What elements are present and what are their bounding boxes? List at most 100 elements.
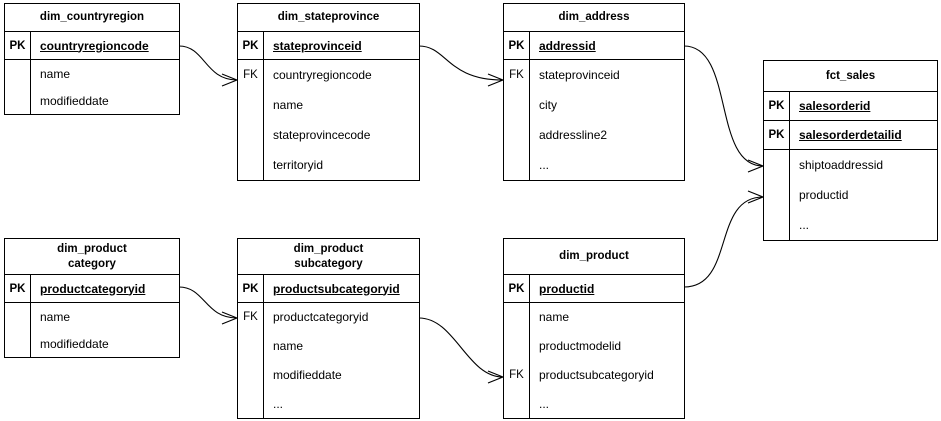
attribute-row: modifieddate (40, 93, 109, 108)
entity-title: dim_product (504, 239, 684, 275)
pk-name: salesorderid (799, 99, 871, 113)
pk-label: PK (238, 32, 264, 59)
entity-attributes: FK countryregioncode name stateprovincec… (238, 60, 419, 180)
entity-pk-row[interactable]: PK productsubcategoryid (238, 275, 419, 303)
key-cell (504, 389, 529, 418)
attribute-row: ... (799, 218, 810, 232)
relationship-address-fctsales (683, 40, 764, 173)
attribute-row: ... (539, 158, 550, 172)
key-cell (5, 87, 30, 114)
pk-name: productsubcategoryid (273, 281, 400, 296)
entity-dim-address[interactable]: dim_address PK addressid FK stateprovinc… (503, 3, 685, 181)
key-cell (504, 90, 529, 120)
relationship-productsubcategory-product (418, 312, 504, 384)
attribute-row: modifieddate (40, 336, 109, 351)
attribute-row: name (40, 66, 71, 81)
key-cell (504, 332, 529, 361)
entity-pk-row[interactable]: PK salesorderid (764, 92, 937, 121)
key-cell (238, 389, 263, 418)
entity-attributes: FK name productmodelid productsubcategor… (504, 303, 684, 418)
pk-label: PK (504, 275, 530, 302)
key-cell: FK (243, 69, 258, 81)
key-cell (504, 303, 529, 332)
relationship-countryregion-stateprovince (178, 40, 238, 87)
relationship-productcategory-productsubcategory (178, 281, 238, 325)
key-cell (5, 60, 30, 87)
entity-dim-countryregion[interactable]: dim_countryregion PK countryregioncode n… (4, 3, 180, 115)
attribute-row: name (273, 339, 304, 354)
key-column: FK (504, 60, 530, 180)
key-column: FK (238, 60, 264, 180)
entity-attributes: FK productcategoryid name modifieddate .… (238, 303, 419, 418)
key-cell (238, 332, 263, 361)
entity-title: dim_product subcategory (238, 239, 419, 275)
entity-dim-product[interactable]: dim_product PK productid FK name product… (503, 238, 685, 419)
attribute-row: addressline2 (539, 128, 608, 142)
key-cell (504, 150, 529, 180)
key-cell (238, 120, 263, 150)
attribute-row: productmodelid (539, 339, 622, 354)
relationship-product-fctsales (683, 190, 764, 293)
entity-pk-row[interactable]: PK stateprovinceid (238, 32, 419, 60)
entity-title: dim_countryregion (5, 4, 179, 32)
pk-name: productid (539, 281, 595, 296)
attribute-row: ... (273, 396, 284, 411)
pk-label: PK (5, 275, 31, 302)
key-cell: FK (243, 311, 258, 324)
entity-dim-stateprovince[interactable]: dim_stateprovince PK stateprovinceid FK … (237, 3, 420, 181)
entity-dim-productsubcategory[interactable]: dim_product subcategory PK productsubcat… (237, 238, 420, 419)
key-cell (764, 150, 789, 180)
attribute-row: name (40, 309, 71, 324)
entity-pk-row[interactable]: PK countryregioncode (5, 32, 179, 60)
key-cell (238, 90, 263, 120)
key-column: FK (504, 303, 530, 418)
entity-pk-row[interactable]: PK salesorderdetailid (764, 121, 937, 150)
attribute-row: stateprovincecode (273, 128, 371, 142)
key-column (764, 150, 790, 240)
entity-attributes: name modifieddate (5, 303, 179, 357)
entity-attributes: FK stateprovinceid city addressline2 ... (504, 60, 684, 180)
pk-label: PK (5, 32, 31, 59)
attribute-row: modifieddate (273, 367, 342, 382)
attribute-row: stateprovinceid (539, 68, 620, 82)
pk-label: PK (764, 92, 790, 120)
key-cell: FK (509, 368, 524, 381)
key-cell (5, 330, 30, 357)
attribute-row: ... (539, 396, 550, 411)
key-cell (764, 180, 789, 210)
attribute-row: territoryid (273, 158, 324, 172)
entity-pk-row[interactable]: PK productid (504, 275, 684, 303)
attribute-row: city (539, 98, 557, 112)
entity-pk-row[interactable]: PK productcategoryid (5, 275, 179, 303)
pk-name: salesorderdetailid (799, 128, 902, 142)
entity-title: dim_product category (5, 239, 179, 275)
attribute-row: productid (799, 188, 849, 202)
pk-label: PK (238, 275, 264, 302)
key-cell (5, 303, 30, 330)
key-cell: FK (509, 69, 524, 81)
entity-pk-row[interactable]: PK addressid (504, 32, 684, 60)
attribute-row: countryregioncode (273, 68, 372, 82)
entity-title: dim_stateprovince (238, 4, 419, 32)
entity-fct-sales[interactable]: fct_sales PK salesorderid PK salesorderd… (763, 60, 938, 241)
pk-label: PK (504, 32, 530, 59)
pk-label: PK (764, 121, 790, 149)
pk-name: stateprovinceid (273, 38, 362, 53)
attribute-row: productsubcategoryid (539, 367, 654, 382)
key-cell (238, 150, 263, 180)
pk-name: productcategoryid (40, 281, 146, 296)
entity-title: dim_address (504, 4, 684, 32)
key-cell (238, 361, 263, 390)
entity-attributes: shiptoaddressid productid ... (764, 150, 937, 240)
key-column: FK (238, 303, 264, 418)
key-cell (764, 210, 789, 240)
pk-name: addressid (539, 38, 596, 53)
attribute-row: name (539, 310, 570, 325)
key-column (5, 60, 31, 114)
key-column (5, 303, 31, 357)
entity-title: fct_sales (764, 61, 937, 92)
entity-dim-productcategory[interactable]: dim_product category PK productcategoryi… (4, 238, 180, 358)
pk-name: countryregioncode (40, 38, 149, 53)
relationship-stateprovince-address (418, 40, 504, 87)
